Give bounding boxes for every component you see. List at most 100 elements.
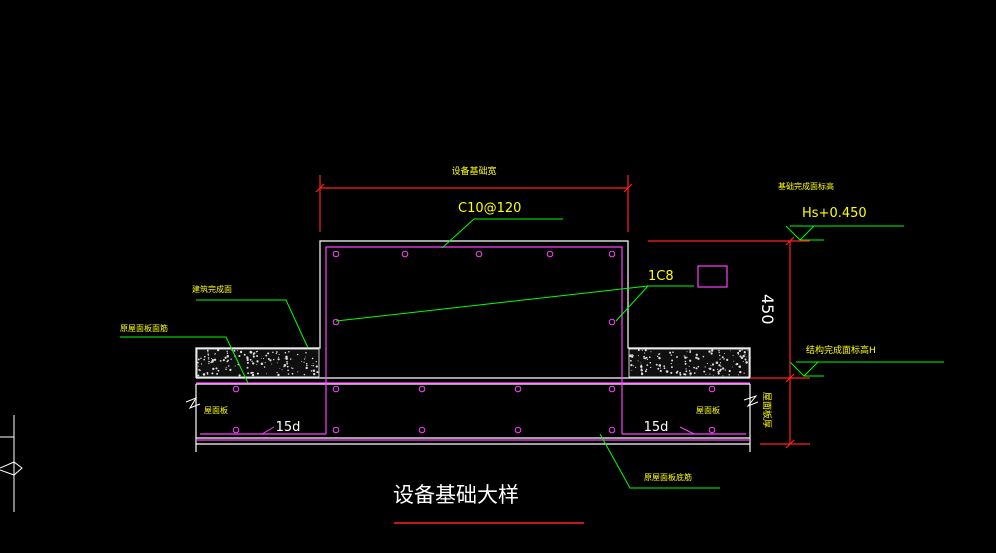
speckle: [207, 357, 210, 359]
finish-layer-left: [196, 348, 320, 378]
speckle: [688, 365, 690, 367]
speckle: [685, 368, 687, 370]
speckle: [679, 371, 682, 374]
slab-thickness-label: 屋面板厚: [761, 392, 773, 428]
speckle: [249, 358, 252, 361]
speckle: [251, 373, 255, 377]
speckle: [215, 367, 218, 370]
bottom-rebar-label: 原屋面板底筋: [644, 472, 692, 482]
speckle: [676, 356, 678, 358]
speckle: [702, 355, 705, 358]
rebar-dot: [546, 250, 554, 258]
rebar-dot: [708, 426, 716, 434]
speckle: [250, 371, 253, 374]
rebar-dot: [608, 385, 616, 393]
speckle: [719, 358, 721, 360]
speckle: [717, 368, 719, 370]
rebar-dot: [401, 250, 409, 258]
speckle: [720, 365, 722, 368]
speckle: [208, 362, 210, 365]
speckle: [277, 373, 280, 377]
speckle: [693, 366, 695, 369]
speckle: [697, 365, 700, 368]
speckle: [739, 370, 742, 374]
speckle: [225, 368, 227, 370]
speckle: [631, 355, 634, 358]
speckle: [670, 366, 673, 369]
speckle: [630, 359, 632, 362]
speckle: [747, 349, 749, 351]
top-width-label: 设备基础宽: [451, 165, 496, 177]
speckle: [703, 370, 706, 373]
speckle: [291, 367, 293, 369]
rebar-dot: [418, 426, 426, 434]
speckle: [645, 368, 648, 371]
speckle: [648, 356, 651, 359]
speckle: [650, 351, 652, 353]
speckle: [213, 358, 217, 362]
rebar-dot: [475, 250, 483, 258]
speckle: [679, 373, 682, 376]
rebar-dot: [514, 426, 522, 434]
slab-break-symbols: [185, 394, 759, 410]
speckle: [271, 363, 273, 365]
speckle: [649, 361, 652, 364]
anchor-marks: [261, 426, 695, 435]
speckle: [717, 370, 720, 373]
speckle: [301, 361, 303, 362]
speckle: [738, 353, 740, 355]
speckle: [742, 354, 745, 358]
speckle: [685, 370, 688, 373]
speckle: [303, 373, 306, 376]
speckle: [211, 358, 215, 362]
speckle: [286, 361, 288, 363]
speckle: [708, 367, 710, 369]
speckle: [208, 358, 210, 360]
speckle: [246, 366, 249, 369]
speckle: [283, 364, 287, 367]
speckle: [224, 357, 227, 359]
speckle: [705, 373, 707, 375]
right-bar-label: 屋面板: [696, 405, 720, 415]
speckle: [225, 366, 227, 369]
speckle: [635, 366, 637, 368]
speckle: [728, 369, 731, 373]
speckle: [646, 364, 649, 366]
speckle: [227, 365, 230, 367]
speckle: [285, 357, 288, 361]
height-dimension-lines: [648, 236, 810, 449]
speckle: [276, 371, 278, 374]
speckle: [686, 351, 688, 353]
speckle: [689, 349, 691, 352]
speckle: [206, 371, 209, 374]
speckle: [291, 372, 294, 375]
speckle: [660, 367, 661, 369]
speckle: [744, 358, 747, 361]
speckle: [646, 358, 649, 361]
speckle: [275, 352, 277, 355]
speckle: [637, 355, 639, 357]
speckle: [721, 356, 724, 359]
speckle: [229, 368, 232, 372]
speckle: [659, 369, 662, 373]
speckle: [629, 354, 632, 358]
speckle: [315, 360, 317, 363]
speckle: [252, 355, 255, 358]
speckle: [316, 366, 318, 368]
speckle: [693, 372, 696, 374]
speckle: [696, 357, 698, 359]
speckle: [222, 359, 225, 362]
speckle: [738, 349, 742, 353]
speckle: [711, 363, 715, 366]
rebar-dot: [514, 385, 522, 393]
speckle: [683, 355, 685, 357]
speckle: [276, 351, 278, 353]
left-break-lines: [0, 415, 23, 512]
speckle: [214, 353, 215, 355]
speckle: [658, 364, 662, 367]
speckle: [637, 360, 639, 362]
speckle: [732, 366, 733, 368]
speckle: [281, 369, 283, 371]
speckle: [722, 375, 724, 377]
